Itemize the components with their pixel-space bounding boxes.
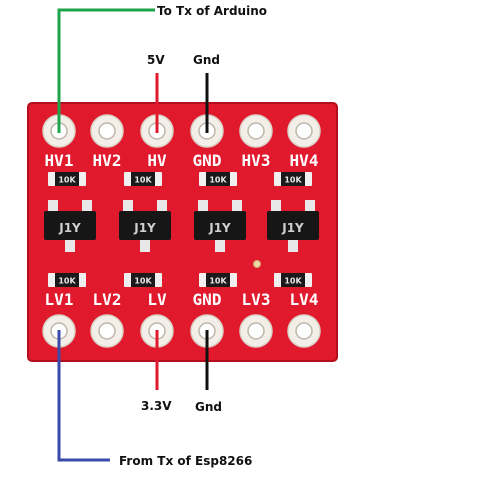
- bottom-resistor-1: [55, 273, 79, 287]
- hv-hole-5: [247, 122, 265, 140]
- lv-pin-pads: [42, 314, 321, 348]
- mosfet-top-lead-1-2: [82, 200, 92, 212]
- 3v3-label: 3.3V: [141, 399, 172, 413]
- hv-label-5: HV3: [242, 151, 271, 170]
- mosfet-row: J1Y J1Y J1Y J1Y: [44, 200, 319, 252]
- top-resistor-3: [206, 172, 230, 186]
- mosfet-top-lead-3-2: [232, 200, 242, 212]
- pcb-edge: [27, 102, 338, 362]
- bottom-resistor-row: 10K 10K 10K 10K: [48, 273, 312, 287]
- hv-label-4: GND: [193, 151, 222, 170]
- lv-hole-6: [295, 322, 313, 340]
- esp-tx-wire: [57, 330, 110, 462]
- hv-pin-labels: HV1 HV2 HV GND HV3 HV4: [45, 151, 319, 170]
- top-resistor-code-2: 10K: [134, 176, 152, 185]
- lv-label-4: GND: [193, 290, 222, 309]
- mosfet-body-4: [267, 211, 319, 240]
- hv-label-2: HV2: [93, 151, 122, 170]
- mosfet-top-lead-3-1: [198, 200, 208, 212]
- hv-label-3: HV: [147, 151, 167, 170]
- mosfet-bottom-lead-1: [65, 240, 75, 252]
- top-resistor-4: [281, 172, 305, 186]
- hv-hole-2: [98, 122, 116, 140]
- lv-hole-5: [247, 322, 265, 340]
- lv-label-2: LV2: [93, 290, 122, 309]
- arduino-tx-label: To Tx of Arduino: [157, 4, 267, 18]
- mosfet-top-lead-4-1: [271, 200, 281, 212]
- mosfet-top-lead-2-2: [157, 200, 167, 212]
- 5v-label: 5V: [147, 53, 165, 67]
- lv-label-1: LV1: [45, 290, 74, 309]
- top-resistor-code-3: 10K: [209, 176, 227, 185]
- via: [253, 260, 261, 268]
- bottom-resistor-4: [281, 273, 305, 287]
- bottom-resistor-3: [206, 273, 230, 287]
- bottom-resistor-2: [131, 273, 155, 287]
- hv-label-6: HV4: [290, 151, 319, 170]
- pcb: [28, 103, 337, 361]
- bottom-resistor-code-1: 10K: [58, 277, 76, 286]
- mosfet-top-lead-2-1: [123, 200, 133, 212]
- mosfet-bottom-lead-3: [215, 240, 225, 252]
- hv-hole-6: [295, 122, 313, 140]
- mosfet-code-3: J1Y: [208, 221, 231, 235]
- mosfet-code-4: J1Y: [281, 221, 304, 235]
- top-resistor-row: 10K 10K 10K 10K: [48, 172, 312, 186]
- mosfet-body-3: [194, 211, 246, 240]
- hv-gnd-label: Gnd: [193, 53, 220, 67]
- top-resistor-2: [131, 172, 155, 186]
- bottom-resistor-code-2: 10K: [134, 277, 152, 286]
- mosfet-code-1: J1Y: [58, 221, 81, 235]
- wires: [57, 8, 209, 462]
- mosfet-top-lead-4-2: [305, 200, 315, 212]
- top-resistor-code-4: 10K: [284, 176, 302, 185]
- esp-tx-label: From Tx of Esp8266: [119, 454, 253, 468]
- top-resistor-1: [55, 172, 79, 186]
- lv-label-3: LV: [147, 290, 167, 309]
- lv-hole-2: [98, 322, 116, 340]
- lv-gnd-label: Gnd: [195, 400, 222, 414]
- lv-label-6: LV4: [290, 290, 319, 309]
- mosfet-bottom-lead-4: [288, 240, 298, 252]
- mosfet-code-2: J1Y: [133, 221, 156, 235]
- lv-pin-labels: LV1 LV2 LV GND LV3 LV4: [45, 290, 319, 309]
- mosfet-bottom-lead-2: [140, 240, 150, 252]
- arduino-tx-wire: [57, 8, 155, 133]
- bottom-resistor-code-3: 10K: [209, 277, 227, 286]
- bottom-resistor-code-4: 10K: [284, 277, 302, 286]
- lv-label-5: LV3: [242, 290, 271, 309]
- mosfet-top-lead-1-1: [48, 200, 58, 212]
- top-resistor-code-1: 10K: [58, 176, 76, 185]
- mosfet-body-2: [119, 211, 171, 240]
- mosfet-body-1: [44, 211, 96, 240]
- hv-pin-pads: [42, 114, 321, 148]
- hv-label-1: HV1: [45, 151, 74, 170]
